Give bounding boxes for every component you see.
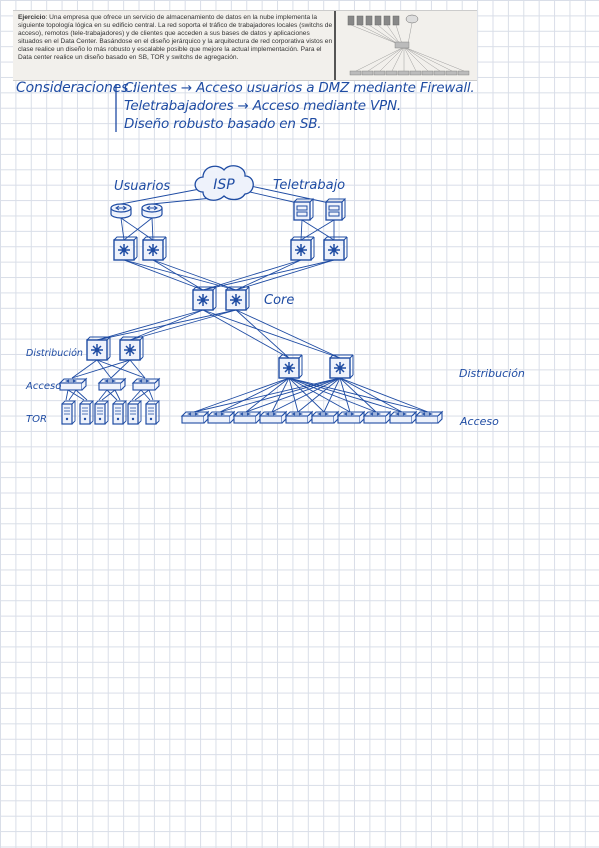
statement-divider [334, 11, 336, 80]
links [65, 184, 429, 413]
multilayer-switch-icon [113, 236, 138, 261]
distribution-left-label: Distribución [26, 348, 83, 359]
server-icon [79, 400, 94, 425]
consideration-item-2: Teletrabajadores → Acceso mediante VPN. [124, 98, 401, 114]
topology-thumbnail [347, 14, 470, 76]
access-switch-icon [363, 411, 391, 424]
distribution-switch-icon [278, 354, 303, 379]
access-switch-icon [59, 378, 87, 391]
access-right-label: Acceso [459, 415, 499, 428]
access-switch-icon [207, 411, 235, 424]
core-switch-icon [225, 286, 250, 311]
access-switch-icon [98, 378, 126, 391]
server-icon [61, 400, 76, 425]
distribution-switch-icon [329, 354, 354, 379]
server-icon [94, 400, 109, 425]
access-switch-icon [132, 378, 160, 391]
access-switch-icon [233, 411, 261, 424]
exercise-statement: Ejercicio: Una empresa que ofrece un ser… [13, 10, 477, 81]
core-switch-icon [192, 286, 217, 311]
considerations-heading: Consideraciones : [16, 80, 137, 96]
exercise-label: Ejercicio [18, 14, 46, 21]
tor-label: TOR [26, 414, 47, 425]
server-icon [112, 400, 127, 425]
access-switch-icon [285, 411, 313, 424]
access-left-label: Acceso [25, 381, 61, 392]
exercise-body: : Una empresa que ofrece un servicio de … [18, 14, 333, 62]
distribution-switch-icon [86, 336, 111, 361]
usuarios-label: Usuarios [114, 179, 170, 194]
access-switch-icon [311, 411, 339, 424]
distribution-switch-icon [119, 336, 144, 361]
multilayer-switch-icon [323, 236, 348, 261]
router-icon [110, 203, 132, 219]
isp-label: ISP [213, 177, 235, 193]
consideration-item-1: Clientes → Acceso usuarios a DMZ mediant… [124, 80, 475, 96]
access-switch-icon [259, 411, 287, 424]
access-switch-icon [415, 411, 443, 424]
exercise-text: Ejercicio: Una empresa que ofrece un ser… [18, 14, 333, 63]
core-label: Core [264, 293, 294, 308]
distribution-right-label: Distribución [459, 367, 525, 380]
consideration-item-3: Diseño robusto basado en SB. [124, 116, 322, 132]
vpn-concentrator-icon [293, 198, 314, 221]
access-switch-icon [181, 411, 209, 424]
access-switch-icon [389, 411, 417, 424]
multilayer-switch-icon [142, 236, 167, 261]
server-icon [127, 400, 142, 425]
isp-cloud-icon [194, 165, 254, 201]
router-icon [141, 203, 163, 219]
access-switch-icon [337, 411, 365, 424]
teletrabajo-label: Teletrabajo [273, 178, 345, 193]
multilayer-switch-icon [290, 236, 315, 261]
server-icon [145, 400, 160, 425]
vpn-concentrator-icon [325, 198, 346, 221]
